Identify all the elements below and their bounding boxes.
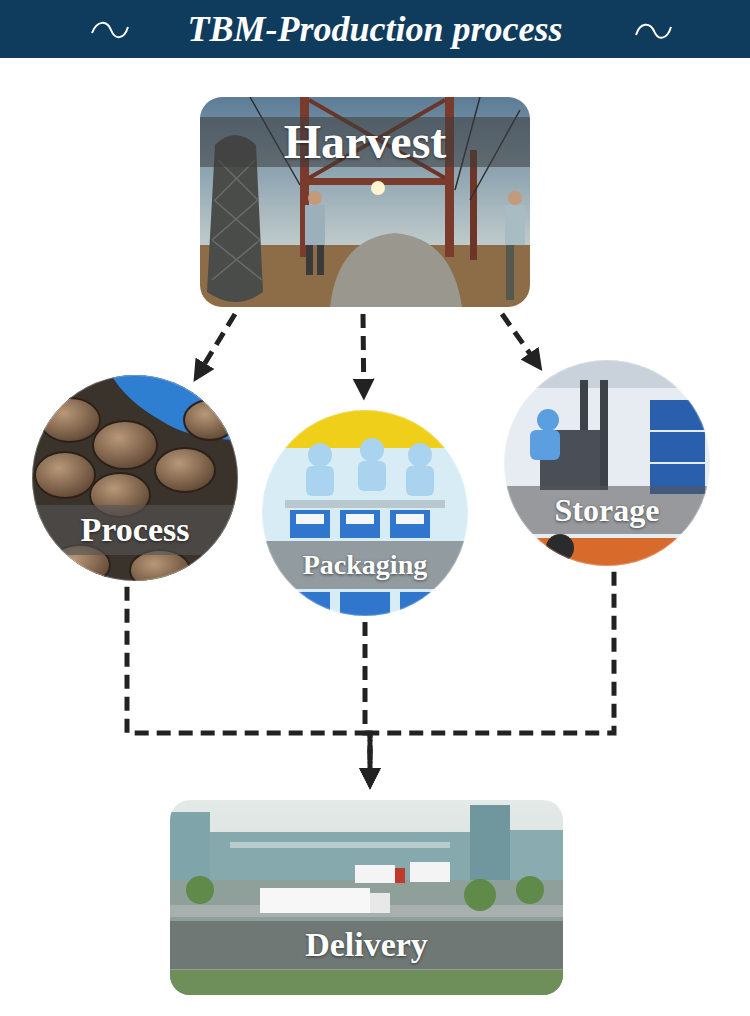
- illustration-part: [502, 358, 712, 568]
- circle-outline: [504, 360, 710, 566]
- illustration-part: [184, 400, 236, 440]
- title-bar: TBM-Production process: [0, 0, 750, 58]
- illustration-part: [30, 373, 240, 583]
- illustration-part: [408, 443, 432, 467]
- illustration-part: [30, 505, 240, 555]
- illustration-part: [355, 865, 395, 883]
- illustration-part: [395, 868, 405, 883]
- illustration-part: [290, 510, 330, 538]
- illustration-part: [40, 398, 100, 442]
- illustration-part: [410, 862, 450, 882]
- illustration-part: [502, 538, 712, 568]
- circle-border: [33, 376, 238, 581]
- illustration-part: [93, 421, 157, 469]
- illustration-part: [502, 486, 712, 534]
- illustration-part: [200, 117, 530, 167]
- illustration-part: [155, 448, 215, 492]
- node-label: Packaging: [303, 541, 427, 589]
- illustration-part: [308, 191, 322, 205]
- illustration-part: [464, 879, 496, 911]
- header-swirl: [636, 25, 671, 38]
- header-bar: [0, 0, 750, 58]
- process-circle: Storage: [504, 360, 710, 566]
- process-circle: Process: [32, 375, 238, 581]
- dashed-arrow: [197, 314, 235, 376]
- photo-box: Delivery: [170, 800, 563, 995]
- illustration-part: [358, 461, 386, 491]
- illustration-part: [510, 830, 563, 885]
- illustration-part: [296, 514, 324, 524]
- dashed-arrow: [370, 572, 614, 783]
- illustration-part: [346, 514, 374, 524]
- node-label: Process: [81, 505, 190, 555]
- process-photo: [30, 373, 240, 590]
- illustration-part: [260, 408, 470, 618]
- illustration-part: [170, 921, 563, 969]
- illustration-part: [305, 205, 325, 245]
- illustration-part: [170, 800, 563, 995]
- illustration-part: [371, 181, 385, 195]
- storage-photo: [502, 358, 712, 568]
- illustration-part: [285, 500, 445, 508]
- photo-box: Harvest: [200, 97, 530, 307]
- illustration-part: [508, 191, 522, 205]
- illustration-part: [340, 510, 380, 538]
- illustration-part: [505, 205, 525, 245]
- illustration-part: [170, 812, 210, 882]
- circle-border: [505, 361, 710, 566]
- packaging-photo: [260, 408, 470, 618]
- illustration-part: [470, 805, 510, 885]
- illustration-part: [516, 876, 544, 904]
- illustration-part: [370, 893, 390, 913]
- delivery-photo: [170, 800, 563, 995]
- process-circle: Packaging: [262, 410, 468, 616]
- illustration-part: [537, 409, 559, 431]
- illustration-part: [600, 380, 608, 490]
- header-swirl: [92, 23, 128, 37]
- circle-outline: [32, 375, 238, 581]
- dashed-arrow: [127, 587, 370, 783]
- diagram-title: TBM-Production process: [187, 0, 562, 58]
- illustration-part: [360, 438, 384, 462]
- illustration-part: [308, 443, 332, 467]
- illustration-part: [406, 466, 434, 496]
- illustration-part: [306, 245, 313, 275]
- illustration-part: [230, 842, 450, 848]
- illustration-part: [210, 832, 470, 882]
- dashed-arrow: [361, 314, 367, 394]
- circle-outline: [262, 410, 468, 616]
- illustration-part: [390, 510, 430, 538]
- illustration-part: [650, 432, 705, 462]
- node-label: Delivery: [305, 921, 428, 969]
- illustration-part: [260, 541, 470, 589]
- harvest-photo: [200, 97, 530, 307]
- illustration-part: [170, 880, 563, 995]
- illustration-part: [306, 466, 334, 496]
- illustration-part: [170, 970, 563, 995]
- illustration-part: [506, 245, 514, 300]
- node-label: Storage: [555, 486, 660, 534]
- illustration-part: [396, 514, 424, 524]
- illustration-part: [212, 160, 262, 280]
- illustration-part: [186, 876, 214, 904]
- illustration-part: [330, 233, 462, 307]
- illustration-part: [260, 888, 370, 913]
- illustration-part: [530, 430, 560, 460]
- node-label: Harvest: [284, 117, 447, 167]
- illustration-part: [35, 452, 95, 498]
- illustration-part: [317, 245, 324, 275]
- illustration-part: [340, 592, 390, 616]
- circle-border: [263, 411, 468, 616]
- dashed-arrow: [502, 314, 538, 366]
- illustration-part: [650, 400, 705, 430]
